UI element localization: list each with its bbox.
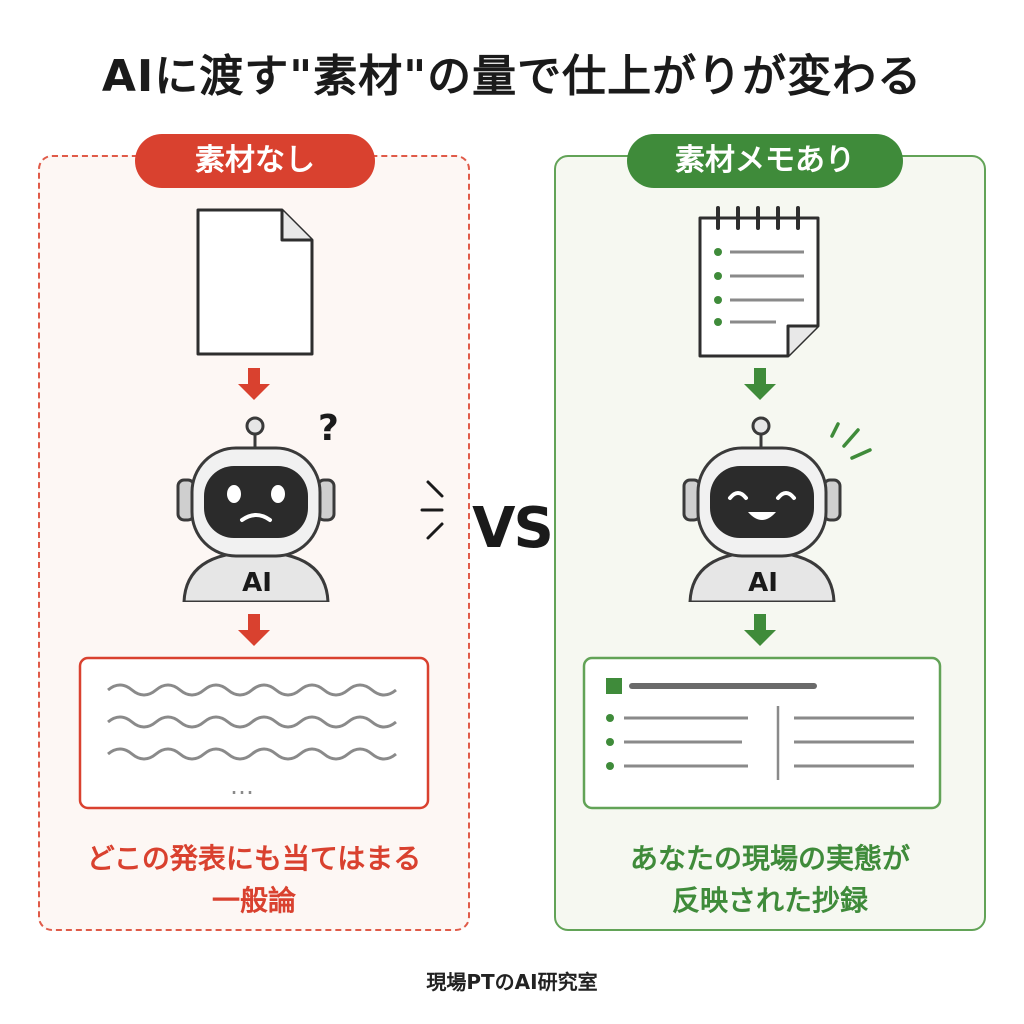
- page-title: AIに渡す"素材"の量で仕上がりが変わる: [101, 51, 923, 102]
- blank-document-icon: [196, 208, 314, 356]
- with-material-caption: あなたの現場の実態が 反映された抄録: [554, 838, 986, 922]
- question-mark: ?: [318, 408, 339, 449]
- arrow-down-icon: [744, 614, 776, 646]
- sparkle-lines-icon: [830, 422, 872, 460]
- no-material-caption-line1: どこの発表にも当てはまる: [86, 842, 422, 875]
- vs-label: VS: [472, 496, 554, 561]
- wavy-text-document-icon: [78, 656, 430, 810]
- output-ellipsis: …: [230, 772, 254, 800]
- burst-lines-left-icon: [420, 480, 444, 540]
- arrow-down-icon: [744, 368, 776, 400]
- confused-robot-icon: [176, 416, 336, 602]
- happy-robot-icon: [682, 416, 842, 602]
- no-material-label: 素材なし: [135, 134, 375, 188]
- with-material-label: 素材メモあり: [627, 134, 903, 188]
- no-material-caption-line2: 一般論: [211, 884, 296, 917]
- no-material-caption: どこの発表にも当てはまる 一般論: [38, 838, 470, 922]
- robot-badge-right: AI: [748, 568, 778, 598]
- footer-credit: 現場PTのAI研究室: [426, 970, 598, 994]
- arrow-down-icon: [238, 614, 270, 646]
- with-material-caption-line1: あなたの現場の実態が: [629, 842, 910, 875]
- arrow-down-icon: [238, 368, 270, 400]
- notepad-checklist-icon: [698, 206, 820, 358]
- structured-outline-document-icon: [582, 656, 942, 810]
- robot-badge-left: AI: [242, 568, 272, 598]
- with-material-caption-line2: 反映された抄録: [671, 884, 868, 917]
